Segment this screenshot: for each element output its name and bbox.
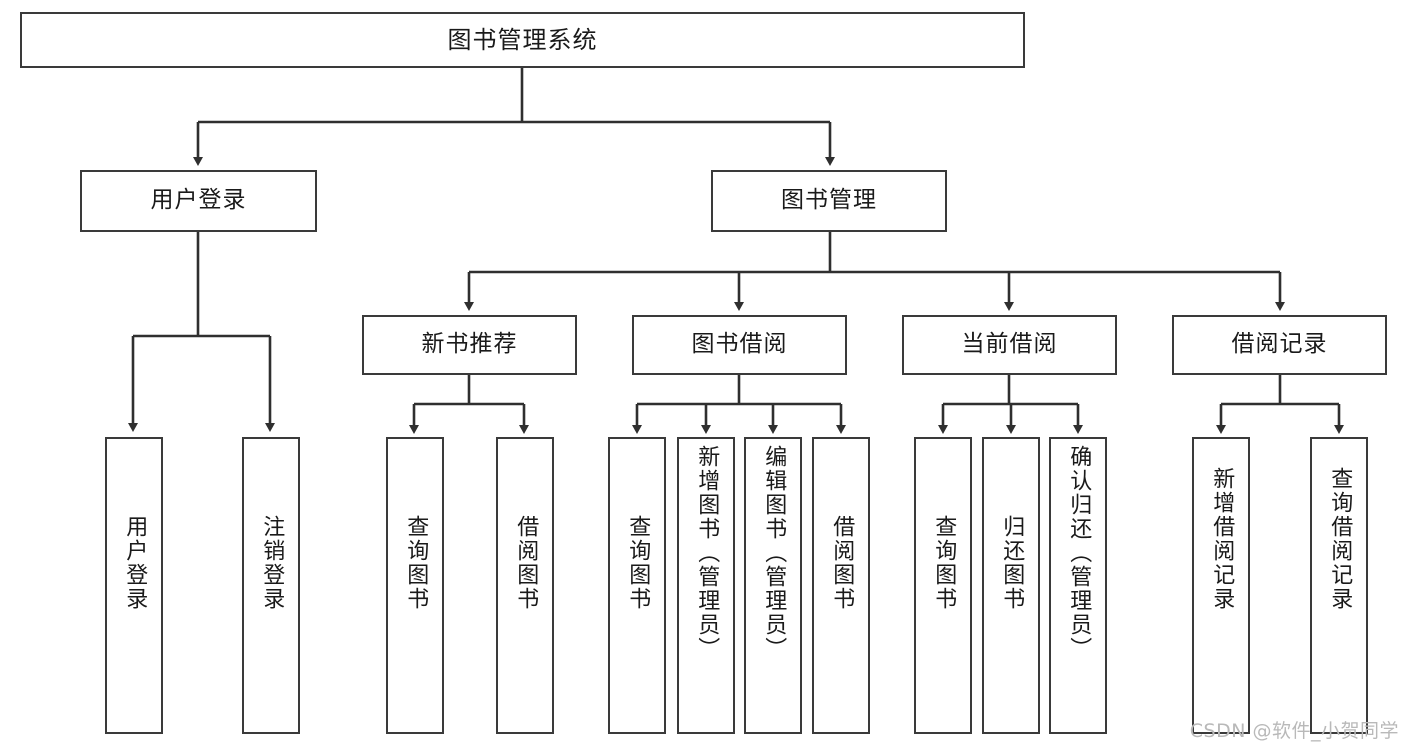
watermark-credit: CSDN @软件_小贺同学	[1189, 720, 1399, 742]
node-current-borrow[interactable]: 当前借阅	[902, 315, 1117, 375]
node-label: 查询图书	[625, 515, 651, 611]
leaf-borrow-book-recommend[interactable]: 借阅图书	[496, 437, 554, 734]
node-label: 图书管理	[781, 187, 877, 214]
leaf-logout-login[interactable]: 注销登录	[242, 437, 300, 734]
node-new-book-recommend[interactable]: 新书推荐	[362, 315, 577, 375]
node-label: 图书借阅	[691, 331, 788, 358]
node-label: 注销登录	[259, 515, 285, 611]
leaf-edit-book-admin[interactable]: 编辑图书（管理员）	[744, 437, 802, 734]
leaf-user-login[interactable]: 用户登录	[105, 437, 163, 734]
leaf-query-book-recommend[interactable]: 查询图书	[386, 437, 444, 734]
node-label: 借阅图书	[513, 515, 539, 611]
leaf-add-borrow-record[interactable]: 新增借阅记录	[1192, 437, 1250, 734]
leaf-add-book-admin[interactable]: 新增图书（管理员）	[677, 437, 735, 734]
leaf-return-book[interactable]: 归还图书	[982, 437, 1040, 734]
leaf-borrow-book[interactable]: 借阅图书	[812, 437, 870, 734]
node-label: 确认归还（管理员）	[1066, 445, 1092, 661]
node-label: 用户登录	[150, 187, 247, 214]
node-label: 当前借阅	[961, 331, 1058, 358]
node-root-system[interactable]: 图书管理系统	[20, 12, 1025, 68]
node-label: 查询图书	[931, 515, 957, 611]
node-label: 编辑图书（管理员）	[761, 445, 787, 661]
node-book-manage[interactable]: 图书管理	[711, 170, 947, 232]
node-label: 新书推荐	[421, 331, 518, 358]
node-label: 查询图书	[403, 515, 429, 611]
node-user-login[interactable]: 用户登录	[80, 170, 317, 232]
node-label: 用户登录	[122, 515, 148, 611]
leaf-query-borrow-record[interactable]: 查询借阅记录	[1310, 437, 1368, 734]
node-label: 新增图书（管理员）	[694, 445, 720, 661]
node-label: 图书管理系统	[447, 25, 598, 54]
node-book-borrow[interactable]: 图书借阅	[632, 315, 847, 375]
leaf-query-book-current[interactable]: 查询图书	[914, 437, 972, 734]
node-label: 借阅图书	[829, 515, 855, 611]
leaf-query-book-borrow[interactable]: 查询图书	[608, 437, 666, 734]
leaf-confirm-return-admin[interactable]: 确认归还（管理员）	[1049, 437, 1107, 734]
node-borrow-record[interactable]: 借阅记录	[1172, 315, 1387, 375]
node-label: 归还图书	[999, 515, 1025, 611]
node-label: 新增借阅记录	[1209, 467, 1235, 611]
node-label: 借阅记录	[1231, 331, 1328, 358]
node-label: 查询借阅记录	[1327, 467, 1353, 611]
